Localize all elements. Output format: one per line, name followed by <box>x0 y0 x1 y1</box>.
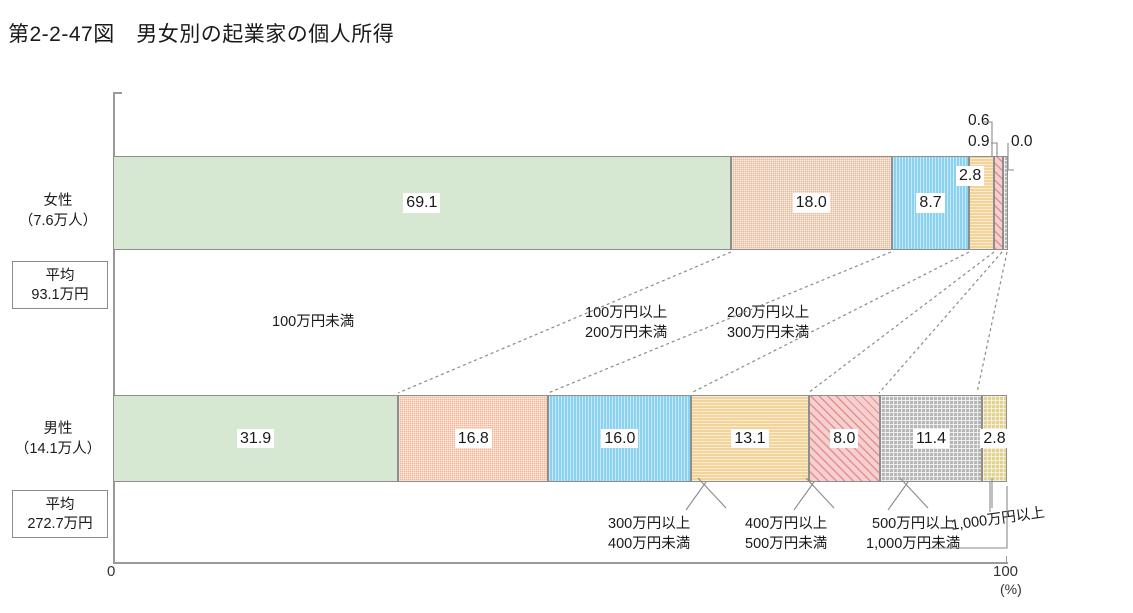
series-label-500-1000-line2: 1,000万円未満 <box>866 535 961 552</box>
x-axis-unit-label: (%) <box>1000 581 1022 597</box>
leader-400-500-b <box>793 481 815 511</box>
y-axis-top-cap <box>113 92 122 94</box>
series-label-400-500: 400万円以上 500万円未満 <box>745 515 827 554</box>
series-label-200-300: 200万円以上 300万円未満 <box>727 304 809 343</box>
leader-300-400-b <box>685 481 707 511</box>
average-box-female: 平均 93.1万円 <box>12 261 108 309</box>
connector-4 <box>807 251 995 394</box>
bar-segment-male-0[interactable]: 31.9 <box>113 395 399 482</box>
series-label-300-400-line1: 300万円以上 <box>608 516 691 532</box>
series-label-400-500-line1: 400万円以上 <box>745 516 828 532</box>
bar-segment-male-5[interactable]: 11.4 <box>880 395 982 482</box>
leader-500-1000 <box>899 477 929 509</box>
bar-segment-male-4[interactable]: 8.0 <box>808 395 881 482</box>
bar-value-male-0: 31.9 <box>237 428 275 449</box>
average-caption-male: 平均 <box>45 497 75 513</box>
y-axis-line <box>113 93 115 563</box>
category-label-female: 女性 （7.6万人） <box>10 192 106 231</box>
average-box-male: 平均 272.7万円 <box>12 490 108 538</box>
category-count-male: （14.1万人） <box>14 440 102 457</box>
bar-value-female-2: 8.7 <box>916 193 945 213</box>
bar-segment-male-6[interactable]: 2.8 <box>980 395 1009 482</box>
leader-400-500 <box>805 477 835 509</box>
series-label-100-200: 100万円以上 200万円未満 <box>585 304 667 343</box>
bar-segment-male-2[interactable]: 16.0 <box>548 395 692 482</box>
series-label-100-200-line1: 100万円以上 <box>585 305 668 321</box>
bar-value-male-1: 16.8 <box>454 428 492 449</box>
series-label-100-200-line2: 200万円未満 <box>585 324 668 341</box>
series-label-300-400-line2: 400万円未満 <box>608 535 691 552</box>
series-label-200-300-line2: 300万円未満 <box>727 324 810 341</box>
x-axis-line <box>113 562 1008 564</box>
series-label-200-300-line1: 200万円以上 <box>727 305 810 321</box>
category-name-male: 男性 <box>43 421 73 437</box>
bar-segment-male-3[interactable]: 13.1 <box>691 395 809 482</box>
x-axis-label-max: 100 <box>993 563 1019 580</box>
bar-value-female-0: 69.1 <box>403 193 441 213</box>
bar-segment-female-1[interactable]: 18.0 <box>730 156 892 250</box>
series-label-400-500-line2: 500万円未満 <box>745 535 828 552</box>
bar-value-female-4: 0.9 <box>968 133 990 150</box>
bar-value-male-5: 11.4 <box>913 428 949 449</box>
category-label-male: 男性 （14.1万人） <box>10 420 106 459</box>
average-value-male: 272.7万円 <box>27 515 93 532</box>
stacked-bar-male: 31.9 16.8 16.0 13.1 8.0 11.4 2.8 <box>113 395 1009 482</box>
bar-segment-female-4[interactable] <box>994 156 1003 250</box>
leader-500-1000-b <box>887 481 909 511</box>
bar-value-female-5: 0.6 <box>968 112 990 129</box>
bar-segment-female-5[interactable] <box>1002 156 1008 250</box>
bar-value-male-2: 16.0 <box>601 428 639 449</box>
series-label-over-1000: 1,000万円以上 <box>950 504 1046 534</box>
series-label-300-400: 300万円以上 400万円未満 <box>608 515 690 554</box>
bar-value-male-6: 2.8 <box>980 428 1009 449</box>
bar-value-female-3: 2.8 <box>956 166 985 186</box>
series-label-500-1000-line1: 500万円以上 <box>872 516 955 532</box>
page-title: 第2-2-47図 男女別の起業家の個人所得 <box>8 23 395 46</box>
x-tick-100 <box>1006 556 1008 563</box>
leader-300-400 <box>697 477 727 509</box>
average-value-female: 93.1万円 <box>31 286 89 303</box>
average-caption-female: 平均 <box>45 268 75 284</box>
x-tick-0 <box>113 556 115 563</box>
connector-1 <box>397 251 732 394</box>
category-count-female: （7.6万人） <box>18 212 98 229</box>
x-axis-label-min: 0 <box>107 563 116 580</box>
bar-value-male-4: 8.0 <box>830 428 859 449</box>
stacked-bar-female: 69.1 18.0 8.7 <box>113 156 1008 250</box>
bar-segment-male-1[interactable]: 16.8 <box>398 395 549 482</box>
callout-line-0.9 <box>991 142 998 156</box>
series-label-500-1000: 500万円以上 1,000万円未満 <box>866 515 960 554</box>
bar-segment-female-0[interactable]: 69.1 <box>113 156 731 250</box>
series-label-under-100: 100万円未満 <box>272 314 355 330</box>
bar-value-female-1: 18.0 <box>792 193 830 213</box>
connector-6 <box>976 251 1008 394</box>
connector-5 <box>878 251 1003 394</box>
bar-value-male-3: 13.1 <box>731 428 769 449</box>
bar-value-female-6: 0.0 <box>1011 133 1033 150</box>
category-name-female: 女性 <box>43 193 73 209</box>
